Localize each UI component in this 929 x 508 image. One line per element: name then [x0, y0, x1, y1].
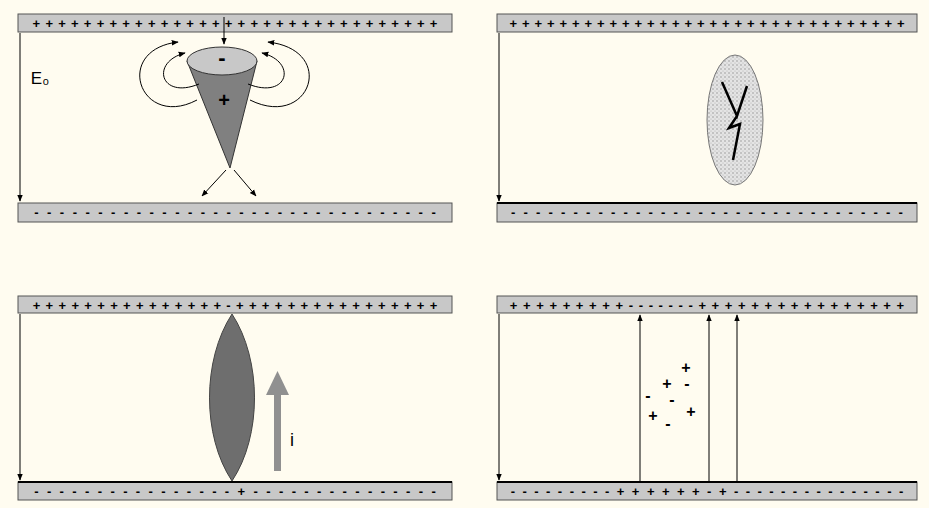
field-loop — [164, 53, 199, 88]
ion-charge: + — [681, 360, 690, 376]
ion-charge: + — [686, 404, 695, 420]
field-loop — [248, 53, 284, 88]
field-arrow — [499, 314, 500, 480]
channel — [210, 314, 255, 481]
field-arrow — [499, 33, 500, 201]
spark — [722, 82, 747, 160]
cone-top — [187, 47, 257, 75]
field-loop — [140, 42, 197, 107]
plate-charge: ---------++++++-+--------------- — [503, 485, 910, 498]
plate-charge: ----------------+--------------- — [26, 485, 444, 498]
plate-inner-edge — [18, 203, 917, 482]
ion-charge: + — [662, 376, 671, 392]
plate-charge: -------------------------------- — [26, 206, 444, 219]
current-label: i — [290, 431, 294, 449]
plate-edge — [497, 202, 917, 204]
reverse-field-arrow — [737, 315, 738, 481]
reverse-field-arrow — [640, 315, 641, 481]
ionized-region — [707, 55, 763, 185]
current-arrow-head — [266, 371, 289, 395]
plate — [18, 14, 452, 32]
plate — [497, 296, 917, 313]
field-lines — [20, 33, 737, 481]
discharge-channel — [210, 314, 290, 481]
plate-edge — [18, 481, 452, 483]
plate — [18, 203, 452, 222]
ion-charge: - — [669, 392, 674, 408]
plate-edge — [497, 481, 917, 483]
plate — [497, 482, 917, 500]
field-arrow — [202, 170, 226, 196]
reverse-field-arrow — [709, 315, 710, 481]
plate — [497, 14, 917, 32]
plate-charge: ++++++++++++++++++++++++++++++++ — [27, 17, 442, 30]
dipole-cone — [187, 47, 257, 168]
charge-sign: + — [218, 90, 230, 110]
ion-charge: + — [648, 408, 657, 424]
breakdown-region — [707, 55, 763, 185]
plate-charge: +++++++++++++++-++++++++++++++++ — [27, 299, 442, 312]
current-arrow-shaft — [274, 393, 281, 471]
field-arrow — [20, 314, 21, 480]
field-loop — [250, 42, 309, 107]
dipole-field — [140, 17, 309, 196]
field-arrow — [234, 170, 256, 196]
ion-charge: - — [665, 416, 670, 432]
field-arrow — [20, 33, 21, 201]
capacitor-plates — [18, 14, 917, 500]
ion-charge: - — [645, 388, 650, 404]
ion-charge: - — [684, 376, 689, 392]
plate-charge: +++++++++-------++++++++++++++++ — [504, 299, 910, 312]
plate-charge: -------------------------------- — [503, 206, 911, 219]
charge-sign: - — [218, 47, 225, 69]
plate — [18, 482, 452, 500]
plate-charge: ++++++++++++++++++++++++++++++++ — [505, 17, 910, 30]
plate — [18, 296, 452, 313]
cone-body — [187, 61, 257, 168]
field-label: E₀ — [31, 70, 49, 87]
plate — [497, 203, 917, 222]
